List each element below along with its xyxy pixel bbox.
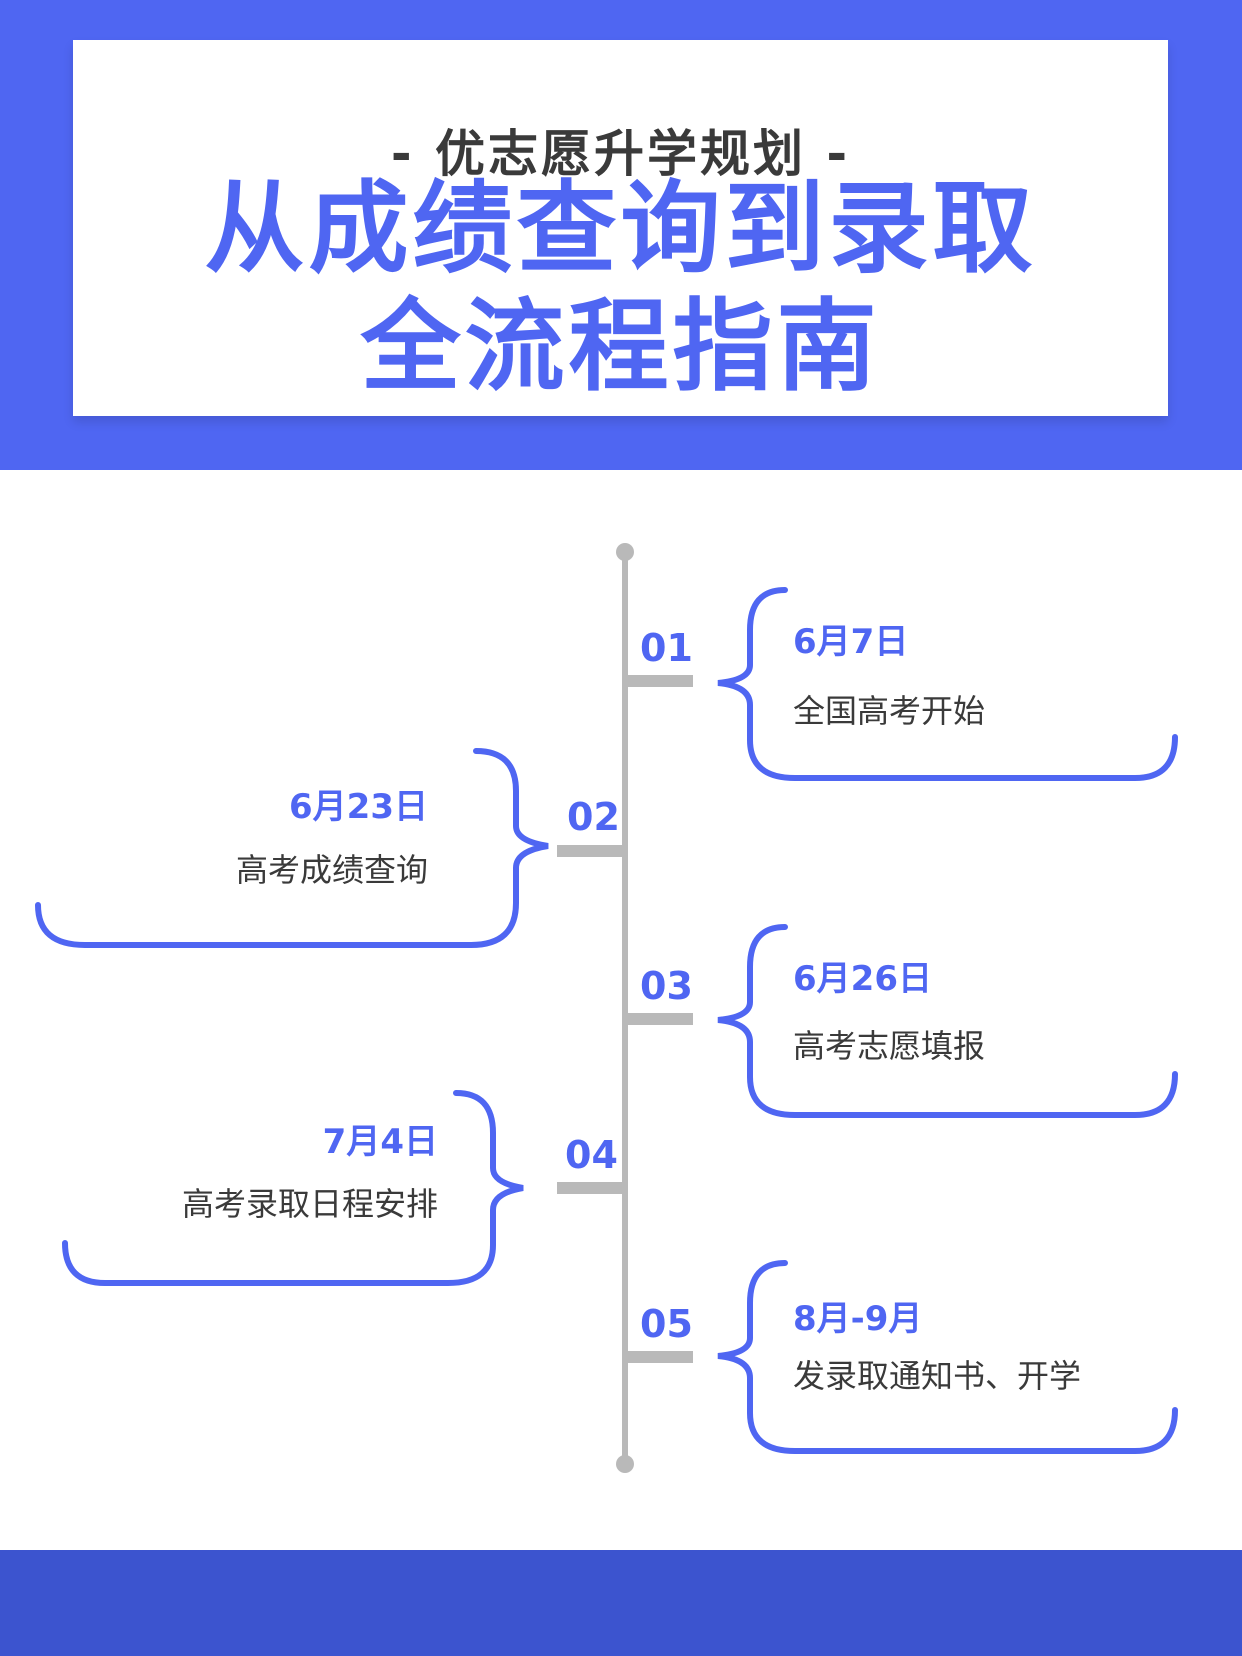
- event-date-01: 6月7日: [793, 622, 909, 662]
- step-number-03: 03: [640, 964, 693, 1008]
- tick-04: [557, 1182, 622, 1194]
- tick-01: [628, 675, 693, 687]
- bracket-01: [717, 587, 1178, 781]
- axis-start-dot: [616, 543, 634, 561]
- page-title: 从成绩查询到录取 全流程指南: [73, 170, 1168, 406]
- subtitle: - 优志愿升学规划 -: [390, 125, 851, 183]
- event-date-03: 6月26日: [793, 959, 932, 999]
- event-date-02: 6月23日: [289, 787, 428, 827]
- bracket-02: [35, 748, 549, 948]
- axis-end-dot: [616, 1455, 634, 1473]
- title-card: - 优志愿升学规划 - 从成绩查询到录取 全流程指南: [73, 40, 1168, 416]
- title-line-2: 全流程指南: [360, 288, 881, 405]
- tick-02: [557, 845, 622, 857]
- tick-05: [628, 1351, 693, 1363]
- event-desc-04: 高考录取日程安排: [181, 1185, 438, 1223]
- step-number-05: 05: [640, 1302, 693, 1346]
- event-desc-03: 高考志愿填报: [793, 1027, 986, 1065]
- event-date-05: 8月-9月: [793, 1299, 923, 1339]
- bracket-05: [717, 1260, 1178, 1454]
- step-number-02: 02: [567, 795, 620, 839]
- title-line-1: 从成绩查询到录取: [204, 170, 1037, 287]
- bracket-03: [717, 924, 1178, 1118]
- tick-03: [628, 1013, 693, 1025]
- event-desc-01: 全国高考开始: [793, 692, 986, 730]
- footer-band: [0, 1550, 1242, 1656]
- event-date-04: 7月4日: [322, 1122, 438, 1162]
- step-number-01: 01: [640, 626, 693, 670]
- event-desc-05: 发录取通知书、开学: [793, 1357, 1082, 1395]
- step-number-04: 04: [565, 1133, 618, 1177]
- event-desc-02: 高考成绩查询: [235, 851, 428, 889]
- bracket-04: [62, 1090, 524, 1286]
